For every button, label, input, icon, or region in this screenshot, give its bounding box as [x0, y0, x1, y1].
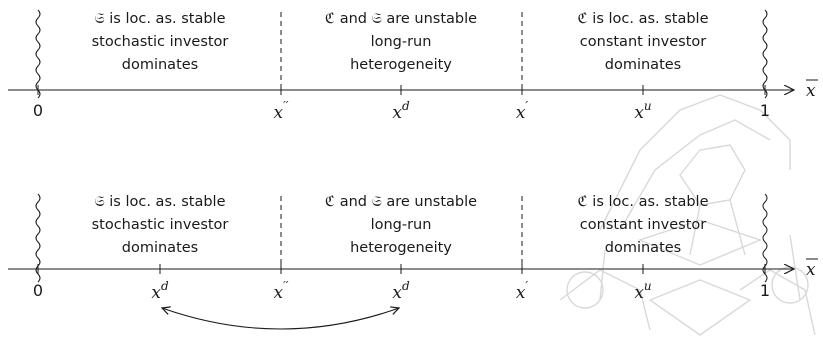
- upper-region-left-line1: 𝔖 is loc. as. stable: [94, 11, 225, 27]
- lower-left-wavy-boundary: [35, 193, 41, 283]
- upper-panel: 𝔖 is loc. as. stable stochastic investor…: [8, 9, 818, 123]
- lower-label-x-d-right: xd: [392, 279, 410, 303]
- lower-region-left-line2: stochastic investor: [92, 217, 229, 233]
- upper-region-middle-line3: heterogeneity: [350, 57, 452, 73]
- upper-label-x-double-prime: x′′: [273, 99, 288, 123]
- upper-region-left-line3: dominates: [122, 57, 198, 73]
- lower-panel: 𝔖 is loc. as. stable stochastic investor…: [8, 193, 818, 330]
- lower-region-right-line3: dominates: [605, 240, 681, 256]
- upper-region-right-line3: dominates: [605, 57, 681, 73]
- lower-label-x-prime: x′: [516, 279, 529, 303]
- watermark-seal: [559, 94, 816, 336]
- lower-right-wavy-boundary: [762, 193, 768, 283]
- upper-region-right-line1: ℭ is loc. as. stable: [577, 11, 708, 27]
- upper-region-left-line2: stochastic investor: [92, 34, 229, 50]
- lower-label-x-d-left: xd: [151, 279, 169, 303]
- lower-region-right-line1: ℭ is loc. as. stable: [577, 194, 708, 210]
- upper-region-middle-line2: long-run: [371, 34, 432, 50]
- lower-region-right-line2: constant investor: [580, 217, 706, 233]
- lower-axis-variable: x: [806, 260, 816, 280]
- lower-region-left-line1: 𝔖 is loc. as. stable: [94, 194, 225, 210]
- lower-region-middle-line2: long-run: [371, 217, 432, 233]
- upper-label-x-u: xu: [634, 99, 651, 123]
- upper-label-x-prime: x′: [516, 99, 529, 123]
- upper-region-middle-line1: ℭ and 𝔖 are unstable: [325, 11, 477, 27]
- lower-label-x-double-prime: x′′: [273, 279, 288, 303]
- upper-region-right-line2: constant investor: [580, 34, 706, 50]
- lower-region-middle-line3: heterogeneity: [350, 240, 452, 256]
- upper-label-1: 1: [760, 101, 770, 120]
- lower-region-middle-line1: ℭ and 𝔖 are unstable: [325, 194, 477, 210]
- upper-label-x-d: xd: [392, 99, 410, 123]
- lower-label-x-u: xu: [634, 279, 651, 303]
- upper-left-wavy-boundary: [35, 9, 41, 99]
- upper-label-0: 0: [33, 101, 43, 120]
- upper-right-wavy-boundary: [762, 9, 768, 99]
- lower-label-1: 1: [760, 281, 770, 300]
- lower-label-0: 0: [33, 281, 43, 300]
- swap-double-arrow: [162, 308, 399, 330]
- upper-axis-variable: x: [806, 81, 816, 101]
- lower-region-left-line3: dominates: [122, 240, 198, 256]
